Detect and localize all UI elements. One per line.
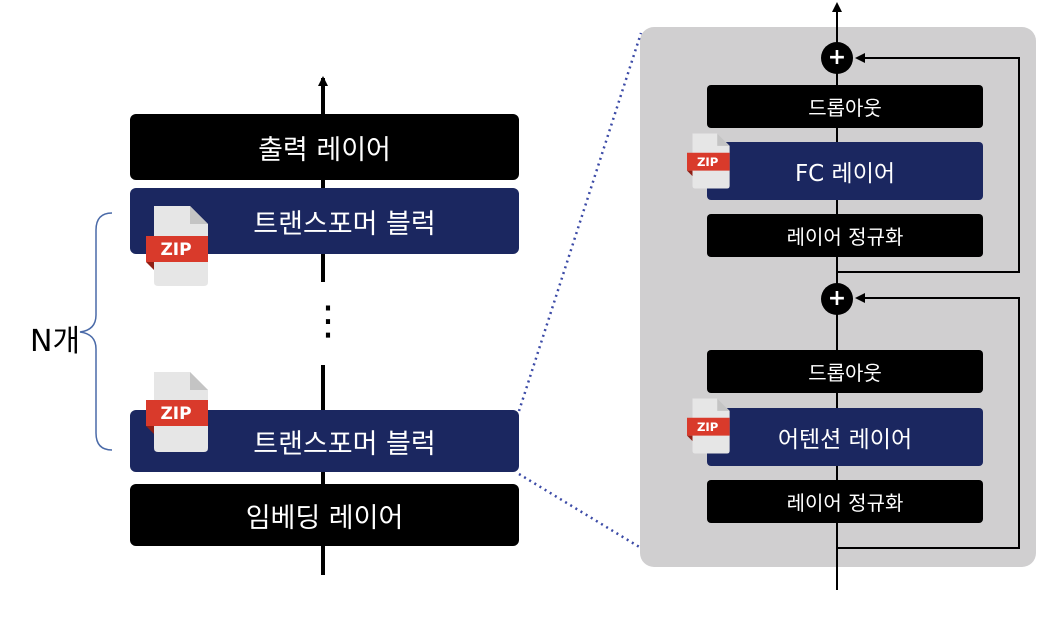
zip-icon-text: ZIP [697, 420, 719, 434]
output-layer-box: 출력 레이어 [130, 114, 519, 180]
residual-line-lower [837, 293, 1020, 549]
zip-file-icon: ZIP [687, 398, 730, 454]
layernorm-bottom-box: 레이어 정규화 [707, 480, 983, 523]
layernorm-top-box: 레이어 정규화 [707, 214, 983, 257]
zoom-line-bottom [518, 472, 642, 550]
fc-layer-box: FC 레이어 [707, 142, 983, 200]
embedding-layer-label: 임베딩 레이어 [245, 502, 404, 534]
layernorm-bottom-label: 레이어 정규화 [786, 491, 904, 515]
transformer-block-bottom-label: 트랜스포머 블럭 [253, 428, 436, 460]
zoom-line-top [517, 32, 643, 412]
repeat-count-label: N개 [30, 324, 81, 359]
attention-layer-label: 어텐션 레이어 [777, 427, 913, 453]
transformer-block-top-label: 트랜스포머 블럭 [253, 208, 436, 240]
fc-layer-label: FC 레이어 [794, 161, 896, 187]
dropout-bottom-box: 드롭아웃 [707, 350, 983, 393]
dropout-top-box: 드롭아웃 [707, 85, 983, 128]
zip-file-icon: ZIP [146, 206, 208, 286]
residual-add-upper-node: + [821, 42, 853, 74]
zip-icon-text: ZIP [160, 240, 191, 260]
output-layer-label: 출력 레이어 [258, 134, 391, 166]
residual-add-lower-node: + [821, 283, 853, 315]
ellipsis-dots: ⋮ [308, 298, 348, 344]
attention-layer-box: 어텐션 레이어 [707, 408, 983, 466]
dropout-bottom-label: 드롭아웃 [808, 361, 882, 385]
repeat-brace [79, 212, 113, 451]
residual-line-upper [837, 53, 1020, 273]
zip-icon-text: ZIP [697, 155, 719, 169]
dropout-top-label: 드롭아웃 [808, 96, 882, 120]
layernorm-top-label: 레이어 정규화 [786, 225, 904, 249]
embedding-layer-box: 임베딩 레이어 [130, 484, 519, 546]
plus-icon: + [827, 286, 847, 311]
zip-icon-text: ZIP [160, 404, 191, 424]
plus-icon: + [827, 45, 847, 70]
zip-file-icon: ZIP [146, 372, 208, 452]
zip-file-icon: ZIP [687, 133, 730, 189]
